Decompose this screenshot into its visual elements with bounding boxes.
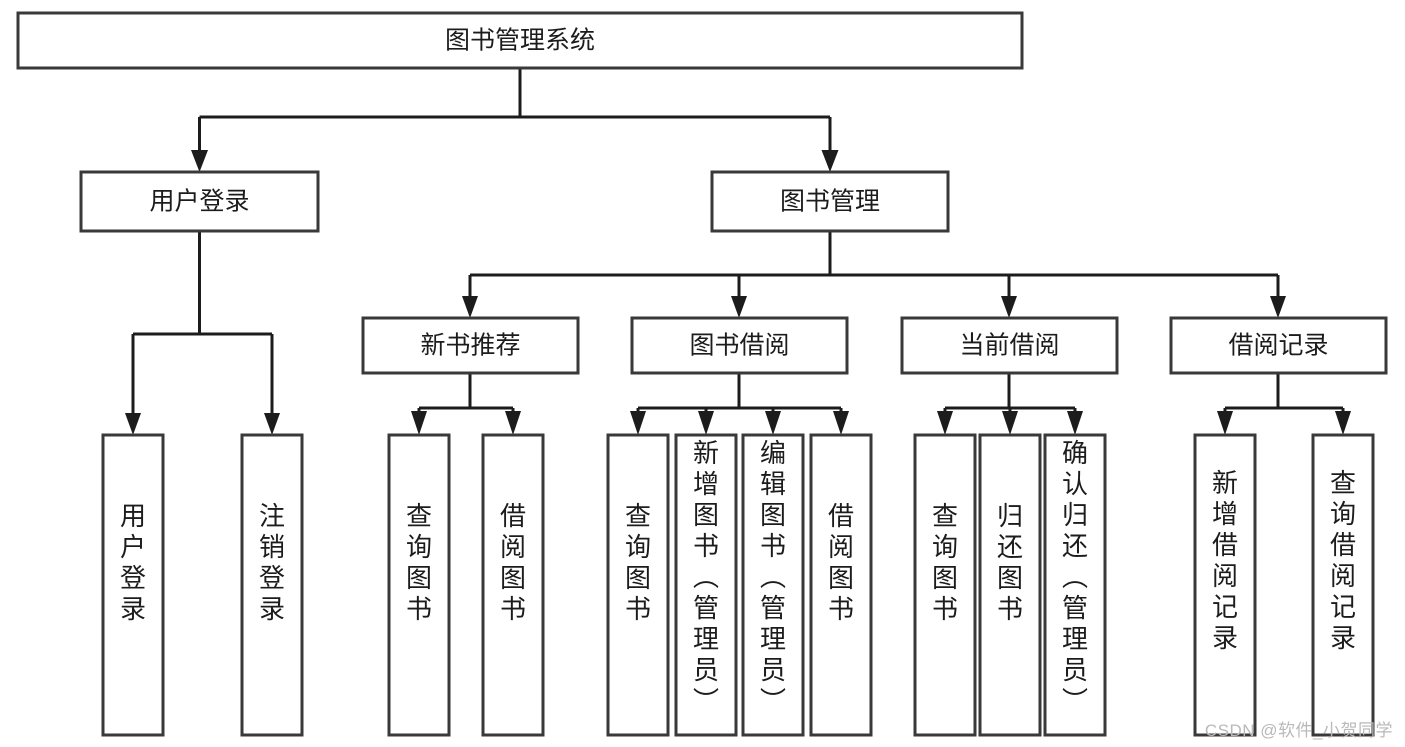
leaf-node-label: 借阅图书: [828, 501, 854, 624]
leaf-node-label: 用户登录: [120, 501, 146, 624]
leaf-node[interactable]: 归还图书: [978, 433, 1042, 737]
leaf-node[interactable]: 查询图书: [913, 433, 977, 737]
leaf-node-box[interactable]: [240, 433, 304, 737]
leaf-node-label: 查询图书: [932, 501, 958, 624]
node-user-login-box[interactable]: [79, 170, 320, 233]
connector-group-new-book: [411, 373, 521, 435]
leaf-node[interactable]: 借阅图书: [809, 433, 873, 737]
leaf-node[interactable]: 新增借阅记录: [1193, 433, 1257, 737]
node-current-borrow[interactable]: 当前借阅: [900, 316, 1119, 375]
connector-group-current-borrow: [937, 373, 1083, 435]
leaf-node-box[interactable]: [809, 433, 873, 737]
leaf-node[interactable]: 查询借阅记录: [1311, 433, 1375, 737]
arrow-head-icon: [698, 411, 714, 435]
arrow-head-icon: [833, 411, 849, 435]
node-root[interactable]: 图书管理系统: [16, 11, 1024, 70]
arrow-head-icon: [1335, 411, 1351, 435]
leaf-node-label: 注销登录: [259, 501, 285, 624]
node-book-borrow-box[interactable]: [630, 316, 849, 375]
leaf-node-label: 借阅图书: [500, 501, 526, 624]
leaf-node-box[interactable]: [606, 433, 670, 737]
leaf-node[interactable]: 注销登录: [240, 433, 304, 737]
leaf-node-box[interactable]: [674, 433, 738, 737]
arrow-head-icon: [1270, 296, 1286, 318]
arrow-head-icon: [1217, 411, 1233, 435]
arrow-head-icon: [630, 411, 646, 435]
node-current-borrow-label: 当前借阅: [959, 332, 1059, 360]
node-book-management-box[interactable]: [710, 170, 950, 233]
leaf-node-label: 查询图书: [625, 501, 651, 624]
leaf-node[interactable]: 新增图书︵管理员︶: [674, 433, 738, 737]
arrow-head-icon: [505, 411, 521, 435]
leaf-node-label: 新增借阅记录: [1212, 468, 1238, 653]
connector-group-book-mgmt: [462, 231, 1286, 318]
leaf-node[interactable]: 用户登录: [101, 433, 165, 737]
node-root-label: 图书管理系统: [445, 27, 595, 55]
arrow-head-icon: [125, 413, 141, 435]
node-book-borrow[interactable]: 图书借阅: [630, 316, 849, 375]
leaf-node-label: 确认归还︵管理员︶: [1062, 438, 1088, 716]
leaf-node-label: 新增图书︵管理员︶: [693, 438, 719, 716]
leaf-node-box[interactable]: [741, 433, 805, 737]
node-user-login[interactable]: 用户登录: [79, 170, 320, 233]
arrow-head-icon: [1001, 296, 1017, 318]
connector-group-borrow: [630, 373, 849, 435]
node-root-box[interactable]: [16, 11, 1024, 70]
node-new-book-recommend-box[interactable]: [361, 316, 580, 375]
arrow-head-icon: [411, 411, 427, 435]
connector-group-user-login: [125, 231, 280, 435]
arrow-head-icon: [1067, 411, 1083, 435]
node-book-management[interactable]: 图书管理: [710, 170, 950, 233]
leaf-node-label: 归还图书: [997, 501, 1023, 624]
leaf-node-group: 用户登录 注销登录 查询图书 借阅图书 查询图书 新增图书︵管理员︶: [101, 433, 1375, 737]
leaf-node-box[interactable]: [913, 433, 977, 737]
connector-group-root: [191, 68, 839, 172]
leaf-node-label: 查询图书: [406, 501, 432, 624]
leaf-node[interactable]: 查询图书: [606, 433, 670, 737]
leaf-node[interactable]: 查询图书: [387, 433, 451, 737]
arrow-head-icon: [821, 150, 839, 172]
connector-group-records: [1217, 373, 1351, 435]
leaf-node[interactable]: 确认归还︵管理员︶: [1043, 433, 1107, 737]
leaf-node-box[interactable]: [978, 433, 1042, 737]
leaf-node-box[interactable]: [1193, 433, 1257, 737]
arrow-head-icon: [1002, 411, 1018, 435]
node-borrow-records[interactable]: 借阅记录: [1169, 316, 1388, 375]
node-new-book-recommend-label: 新书推荐: [420, 332, 520, 360]
arrow-head-icon: [191, 150, 208, 172]
node-current-borrow-box[interactable]: [900, 316, 1119, 375]
node-borrow-records-label: 借阅记录: [1228, 332, 1328, 360]
leaf-node-box[interactable]: [1311, 433, 1375, 737]
leaf-node-box[interactable]: [101, 433, 165, 737]
csdn-watermark: CSDN @软件_小贺同学: [1204, 721, 1393, 740]
arrow-head-icon: [264, 413, 280, 435]
arrow-head-icon: [731, 296, 747, 318]
arrow-head-icon: [765, 411, 781, 435]
node-book-management-label: 图书管理: [780, 188, 880, 216]
node-new-book-recommend[interactable]: 新书推荐: [361, 316, 580, 375]
leaf-node[interactable]: 编辑图书︵管理员︶: [741, 433, 805, 737]
leaf-node-label: 查询借阅记录: [1330, 468, 1356, 653]
leaf-node[interactable]: 借阅图书: [481, 433, 545, 737]
leaf-node-box[interactable]: [1043, 433, 1107, 737]
leaf-node-box[interactable]: [481, 433, 545, 737]
leaf-node-box[interactable]: [387, 433, 451, 737]
node-user-login-label: 用户登录: [149, 188, 249, 216]
node-book-borrow-label: 图书借阅: [689, 332, 789, 360]
node-borrow-records-box[interactable]: [1169, 316, 1388, 375]
leaf-node-label: 编辑图书︵管理员︶: [760, 438, 786, 716]
arrow-head-icon: [937, 411, 953, 435]
arrow-head-icon: [462, 296, 478, 318]
